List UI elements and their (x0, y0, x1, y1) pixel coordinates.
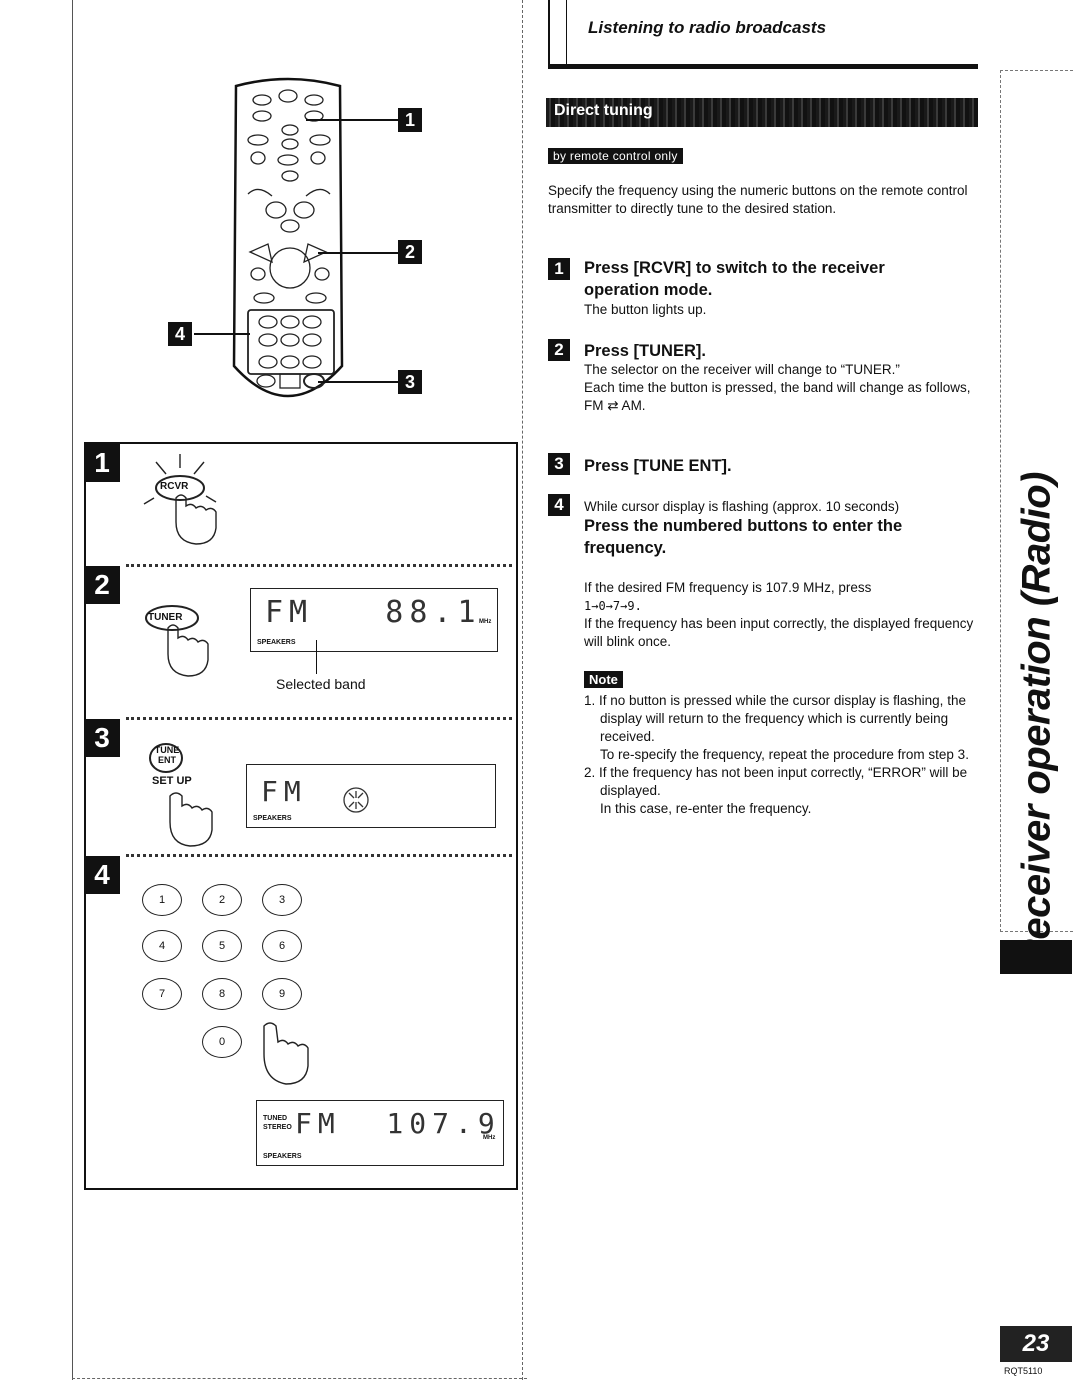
step-2-body-line2: Each time the button is pressed, the ban… (584, 380, 971, 395)
step-4-marker: 4 (548, 494, 570, 516)
numpad-key-3: 3 (262, 884, 302, 916)
note-item-1-sub: To re-specify the frequency, repeat the … (600, 747, 969, 762)
setup-label: SET UP (152, 775, 192, 787)
note-item-2: 2. If the frequency has not been input c… (584, 764, 980, 818)
note-item-2-sub: In this case, re-enter the frequency. (600, 801, 812, 816)
panel-3-marker: 3 (84, 719, 120, 757)
panel-2-speakers: SPEAKERS (257, 639, 296, 646)
panel-4-marker: 4 (84, 856, 120, 894)
callout-2-line (318, 252, 398, 254)
step-1-body: The button lights up. (584, 302, 707, 317)
remote-callout-3: 3 (398, 370, 422, 394)
step-2-marker: 2 (548, 339, 570, 361)
step-3-heading: Press [TUNE ENT]. (584, 457, 732, 475)
panel-4-display-text: FM 107.9 (295, 1107, 501, 1140)
panel-4-mhz: MHz (483, 1135, 496, 1141)
numpad-press-hand-icon (263, 1022, 309, 1085)
step-4-heading-line1: Press the numbered buttons to enter the (584, 517, 903, 535)
panel-2-display: FM 88.1 MHz SPEAKERS (250, 588, 498, 652)
header-rule-vertical (548, 0, 550, 68)
panel-1-2-separator (126, 564, 512, 567)
tuner-press-illustration (145, 605, 209, 677)
step-1-marker: 1 (548, 258, 570, 280)
callout-3-line (318, 381, 398, 383)
callout-4-line (194, 333, 250, 335)
side-tab-block (1000, 940, 1072, 974)
step-2-heading: Press [TUNER]. (584, 342, 706, 360)
panel-2-display-text: FM 88.1 (265, 595, 482, 630)
numpad-key-0: 0 (202, 1026, 242, 1058)
tuner-button-label: TUNER (148, 612, 183, 623)
panel-4-stereo: STEREO (263, 1124, 292, 1131)
note-item-2-main: 2. If the frequency has not been input c… (584, 765, 968, 798)
banner-title: Direct tuning (554, 102, 653, 119)
step-4-heading: Press the numbered buttons to enter the … (584, 515, 984, 559)
note-item-1-main: 1. If no button is pressed while the cur… (584, 693, 966, 744)
step-panels-frame (84, 442, 518, 1190)
step-4-heading-line2: frequency. (584, 539, 667, 557)
center-divider-line (522, 0, 523, 1380)
step-4-body: If the desired FM frequency is 107.9 MHz… (584, 579, 980, 651)
rcvr-press-illustration (143, 454, 217, 545)
remote-only-label: by remote control only (548, 148, 683, 164)
side-tab-bracket (1000, 70, 1073, 932)
selected-band-label: Selected band (276, 676, 366, 692)
panel-2-3-separator (126, 717, 512, 720)
numpad-key-6: 6 (262, 930, 302, 962)
rcvr-button-label: RCVR (160, 481, 189, 492)
panel-3-display-text: FM (261, 775, 307, 808)
panel-3-speakers: SPEAKERS (253, 815, 292, 822)
panel-4-display: TUNED STEREO FM 107.9 MHz SPEAKERS (256, 1100, 504, 1166)
remote-callout-1: 1 (398, 108, 422, 132)
panel-3-display: FM SPEAKERS (246, 764, 496, 828)
section-title: Listening to radio broadcasts (588, 18, 827, 37)
panel-2-mhz: MHz (479, 619, 492, 625)
bottom-margin-line (72, 1378, 527, 1379)
tune-ent-button-label: TUNE ENT (154, 745, 180, 765)
note-item-1: 1. If no button is pressed while the cur… (584, 692, 980, 764)
step-1-heading-line2: operation mode. (584, 281, 713, 299)
intro-text: Specify the frequency using the numeric … (548, 183, 968, 216)
step-2-body-line3: FM ⇄ AM. (584, 398, 646, 413)
numpad-key-9: 9 (262, 978, 302, 1010)
header-rule-vertical-inner (566, 0, 567, 68)
header-underline (548, 64, 978, 69)
step-2-body-line1: The selector on the receiver will change… (584, 362, 900, 377)
remote-callout-2: 2 (398, 240, 422, 264)
cursor-flash-icon (343, 787, 369, 813)
step-1-heading: Press [RCVR] to switch to the receiver o… (584, 257, 984, 301)
numpad-key-1: 1 (142, 884, 182, 916)
panel-2-marker: 2 (84, 566, 120, 604)
numpad-key-8: 8 (202, 978, 242, 1010)
panel-4-speakers: SPEAKERS (263, 1153, 302, 1160)
step-4-body-line3: If the frequency has been input correctl… (584, 616, 974, 649)
remote-control-illustration (232, 77, 344, 398)
step-2-body: The selector on the receiver will change… (584, 361, 980, 415)
note-list: 1. If no button is pressed while the cur… (584, 692, 980, 818)
numpad-key-7: 7 (142, 978, 182, 1010)
tune-ent-press-illustration (149, 743, 213, 847)
page-number: 23 (1000, 1326, 1072, 1362)
direct-tuning-banner: Direct tuning (546, 98, 978, 127)
selected-band-pointer (316, 640, 317, 674)
numpad-key-4: 4 (142, 930, 182, 962)
step-4-body-line1: If the desired FM frequency is 107.9 MHz… (584, 580, 872, 595)
note-label: Note (584, 671, 623, 688)
side-tab-title: Receiver operation (Radio) (1014, 471, 1059, 969)
callout-1-line (306, 119, 398, 121)
panel-1-marker: 1 (84, 444, 120, 482)
step-4-button-sequence: 1→0→7→9. (584, 599, 642, 613)
step-1-heading-line1: Press [RCVR] to switch to the receiver (584, 259, 885, 277)
panel-4-tuned: TUNED (263, 1115, 288, 1122)
panel-3-4-separator (126, 854, 512, 857)
numpad-key-2: 2 (202, 884, 242, 916)
numpad-key-5: 5 (202, 930, 242, 962)
document-code: RQT5110 (1004, 1366, 1043, 1376)
remote-callout-4: 4 (168, 322, 192, 346)
left-margin-line (72, 0, 73, 1380)
step-3-marker: 3 (548, 453, 570, 475)
step-4-precondition: While cursor display is flashing (approx… (584, 499, 900, 514)
